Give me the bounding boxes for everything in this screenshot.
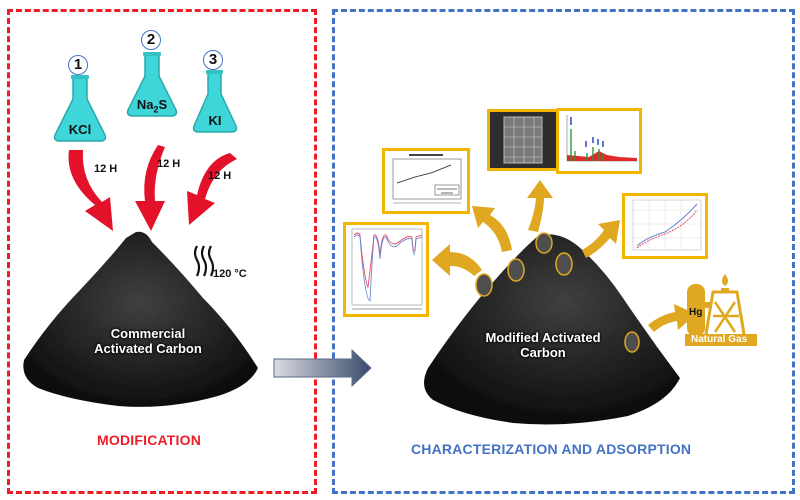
- sample-spot-3: [535, 232, 553, 254]
- commercial-carbon-line2: Activated Carbon: [94, 341, 202, 356]
- step-3-badge: 3: [203, 50, 223, 70]
- gold-arrow-right-icon: [648, 304, 696, 332]
- flask-ki-label: KI: [208, 113, 222, 128]
- gold-arrow-upleft-icon: [472, 206, 512, 252]
- time-label-1: 12 H: [94, 163, 118, 175]
- flask-kcl-icon: [53, 75, 107, 142]
- na-text: Na: [136, 97, 154, 112]
- commercial-carbon-pile-image: [23, 231, 258, 407]
- flask-kcl-label: KCl: [68, 122, 92, 137]
- sample-spot-1: [475, 273, 493, 297]
- temperature-label: 120 °C: [213, 268, 247, 280]
- modification-title: MODIFICATION: [97, 432, 202, 448]
- modified-carbon-label: Modified Activated Carbon: [478, 330, 608, 360]
- gold-arrows-group: [432, 180, 696, 332]
- mercury-label: Hg: [689, 307, 703, 318]
- modification-panel: [7, 9, 317, 494]
- time-label-3: 12 H: [208, 170, 232, 182]
- isotherm-regression-plot: [392, 154, 462, 204]
- sample-spot-2: [507, 258, 525, 282]
- subscript-2: 2: [153, 104, 159, 115]
- ftir-spectrum-thumbnail: [343, 222, 429, 317]
- step-2-badge: 2: [141, 30, 161, 50]
- red-arrow-2-icon: [135, 145, 165, 231]
- adsorption-isotherm-thumbnail: [622, 193, 708, 259]
- commercial-carbon-label: Commercial Activated Carbon: [78, 326, 218, 356]
- sample-spot-4: [555, 252, 573, 276]
- time-label-2: 12 H: [157, 158, 181, 170]
- flask-na2s-icon: [126, 52, 178, 117]
- s-text: S: [158, 97, 168, 112]
- natural-gas-facility-icon: [685, 274, 757, 346]
- gold-arrow-up-icon: [527, 180, 553, 232]
- sample-spot-5: [624, 331, 640, 353]
- gold-arrow-left-icon: [432, 244, 482, 276]
- edx-spectrum-plot: [566, 115, 637, 162]
- isotherm-regression-thumbnail: [382, 148, 470, 214]
- red-arrows-group: [68, 145, 237, 231]
- red-arrow-3-icon: [187, 153, 237, 225]
- modified-carbon-pile-image: [424, 232, 680, 425]
- characterization-title: CHARACTERIZATION AND ADSORPTION: [411, 441, 692, 457]
- sem-image-thumbnail: [487, 109, 559, 171]
- edx-spectrum-thumbnail: [556, 108, 642, 174]
- flask-na2s-label: Na2S: [132, 97, 172, 115]
- modified-carbon-line1: Modified Activated: [485, 330, 601, 345]
- ftir-spectrum-plot: [351, 228, 423, 310]
- red-arrow-1-icon: [68, 150, 113, 231]
- heat-waves-icon: [193, 245, 215, 277]
- adsorption-isotherm-plot: [632, 199, 702, 251]
- characterization-panel: [332, 9, 795, 494]
- commercial-carbon-line1: Commercial: [110, 326, 186, 341]
- sem-image: [490, 112, 556, 168]
- natural-gas-label: Natural Gas: [691, 334, 748, 345]
- flask-ki-icon: [192, 70, 238, 133]
- gold-arrow-upright-icon: [582, 220, 620, 258]
- modified-carbon-line2: Carbon: [520, 345, 566, 360]
- right-arrow-icon: [273, 348, 372, 388]
- step-1-badge: 1: [68, 55, 88, 75]
